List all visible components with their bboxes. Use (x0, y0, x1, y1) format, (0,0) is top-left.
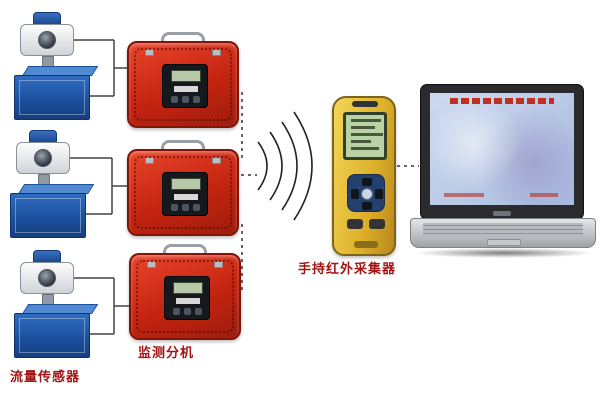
junction-box-face (10, 193, 86, 238)
handheld-button-row (347, 219, 385, 229)
transmitter-dial-icon (34, 149, 52, 167)
lcd-text-line (351, 133, 383, 136)
monitor-unit-case (127, 149, 239, 236)
sensor-junction-box (14, 304, 99, 360)
screen-title-text-marks (450, 98, 554, 104)
junction-box-rim (15, 198, 81, 233)
handheld-infrared-collector (332, 96, 396, 256)
flow-transmitter (14, 130, 74, 186)
flow-transmitter (18, 12, 78, 68)
handheld-keypad (347, 174, 385, 212)
flow-sensor-unit-2 (6, 130, 96, 244)
arrow-left-key (351, 189, 359, 199)
lcd-text-line (351, 140, 371, 143)
laptop-base (410, 218, 596, 248)
screen-text-marks (530, 193, 558, 197)
control-panel (164, 276, 210, 320)
sensor-junction-box (10, 184, 95, 240)
panel-label (174, 194, 198, 200)
transmitter-dial-icon (38, 31, 56, 49)
handheld-lcd-screen (343, 112, 387, 160)
rivet-border (136, 260, 234, 333)
laptop-touchpad (487, 239, 521, 246)
dashed-link-monitor-units (241, 92, 257, 292)
panel-screen-icon (173, 282, 203, 294)
laptop-display (430, 93, 574, 205)
handheld-body (332, 96, 396, 256)
panel-screen-icon (171, 178, 201, 190)
panel-keys (173, 308, 203, 315)
rivet-border (134, 156, 232, 229)
junction-box-face (14, 75, 90, 120)
panel-screen-icon (171, 70, 201, 82)
control-panel (162, 172, 208, 216)
panel-keys (171, 204, 201, 211)
wire-sensor3-to-monitor3 (70, 277, 130, 335)
transmitter-body (20, 262, 74, 294)
handheld-foot (354, 241, 378, 248)
lcd-text-line (351, 119, 381, 122)
key-icon (173, 308, 180, 315)
control-panel (162, 64, 208, 108)
transmitter-body (16, 142, 70, 174)
handle-icon (161, 32, 205, 47)
key-icon (184, 308, 191, 315)
monitor-unit-box-3 (129, 244, 241, 340)
key-icon (195, 308, 202, 315)
key-icon (171, 204, 178, 211)
laptop-computer (410, 84, 596, 260)
flow-sensor-unit-3 (10, 250, 100, 364)
laptop-screen-bezel (420, 84, 584, 220)
laptop-shadow (414, 248, 594, 258)
function-key (369, 219, 385, 229)
key-icon (171, 96, 178, 103)
key-icon (182, 204, 189, 211)
wireless-signal-arcs-icon (257, 111, 313, 221)
laptop-brand-badge (493, 211, 511, 216)
junction-box-face (14, 313, 90, 358)
infrared-window-icon (352, 101, 378, 107)
wire-sensor2-to-monitor2 (66, 157, 128, 215)
panel-label (174, 86, 198, 92)
transmitter-body (20, 24, 74, 56)
label-handheld-collector: 手持红外采集器 (298, 261, 397, 276)
screen-text-marks (444, 193, 484, 197)
flow-sensor-unit-1 (10, 12, 100, 126)
label-flow-sensor: 流量传感器 (10, 369, 81, 384)
lcd-text-line (351, 147, 379, 150)
label-monitor-unit: 监测分机 (138, 345, 195, 360)
arrow-up-key (362, 178, 372, 186)
junction-box-rim (19, 318, 85, 353)
panel-keys (171, 96, 201, 103)
lcd-text-line (351, 126, 375, 129)
key-icon (182, 96, 189, 103)
monitor-unit-box-1 (127, 32, 239, 128)
wire-sensor1-to-monitor1 (70, 39, 128, 97)
key-icon (193, 96, 200, 103)
monitor-unit-case (129, 253, 241, 340)
laptop-keyboard (423, 223, 583, 237)
enter-key (361, 188, 373, 200)
monitor-unit-box-2 (127, 140, 239, 236)
arrow-right-key (375, 189, 383, 199)
flow-transmitter (18, 250, 78, 306)
rivet-border (134, 48, 232, 121)
function-key (347, 219, 363, 229)
handle-icon (161, 140, 205, 155)
sensor-junction-box (14, 66, 99, 122)
handle-icon (163, 244, 207, 259)
junction-box-rim (19, 80, 85, 115)
panel-label (176, 298, 200, 304)
transmitter-dial-icon (38, 269, 56, 287)
key-icon (193, 204, 200, 211)
monitor-unit-case (127, 41, 239, 128)
arrow-down-key (362, 202, 372, 210)
